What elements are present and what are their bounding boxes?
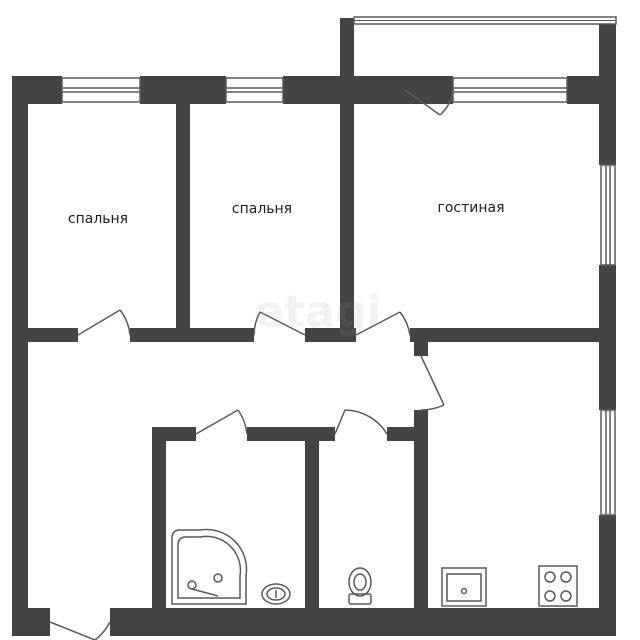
wall-bath-top-2: [247, 427, 335, 441]
room-label-bedroom-2: спальня: [231, 201, 293, 217]
doors: [49, 89, 454, 640]
room-label-living-room: гостиная: [437, 200, 505, 216]
window-bedroom-1: [61, 77, 141, 103]
door-toilet: [334, 409, 388, 435]
wall-corridor-4: [410, 328, 599, 342]
window-living-room-side: [600, 164, 616, 266]
window-living-room: [452, 77, 568, 103]
window-kitchen: [600, 409, 616, 516]
balcony: [353, 16, 617, 25]
door-kitchen: [420, 355, 445, 411]
wall-kitchen-left: [414, 410, 428, 608]
toilet-icon: [348, 567, 372, 605]
door-bathroom: [195, 409, 248, 435]
wall-top-middle: [140, 76, 226, 104]
door-bedroom-1: [77, 309, 131, 336]
kitchen-sink-icon: [441, 567, 487, 607]
wall-bath-top-3: [387, 427, 428, 441]
wall-bath-left: [152, 427, 166, 608]
window-bedroom-2: [225, 77, 284, 103]
wall-left: [12, 76, 28, 636]
interior-walls: [28, 104, 599, 608]
stove-icon: [538, 565, 578, 607]
exterior-walls: [12, 18, 616, 636]
watermark: etagi: [254, 286, 382, 338]
wall-bedrooms-partition: [176, 104, 190, 340]
wall-top-right: [283, 76, 453, 104]
wall-kitchen-stub: [414, 342, 428, 356]
wall-bottom-left: [12, 608, 50, 636]
wall-bottom: [110, 608, 616, 636]
wall-right-lower: [599, 515, 616, 636]
wall-right-upper: [599, 18, 616, 165]
wall-bath-toilet-partition: [305, 441, 319, 608]
wall-corridor-3: [305, 328, 356, 342]
wall-living-partition: [340, 104, 354, 340]
door-balcony: [404, 89, 454, 116]
shower-cabin-icon: [171, 528, 248, 605]
wall-right-middle: [599, 265, 616, 410]
door-entrance: [49, 621, 111, 640]
wall-corridor-2: [130, 328, 254, 342]
balcony-wall-left: [340, 18, 354, 104]
wall-corridor-1: [28, 328, 78, 342]
room-label-bedroom-1: спальня: [67, 211, 129, 227]
door-living-room: [355, 311, 411, 336]
door-bedroom-2: [253, 311, 306, 336]
washbasin-icon: [261, 583, 291, 605]
